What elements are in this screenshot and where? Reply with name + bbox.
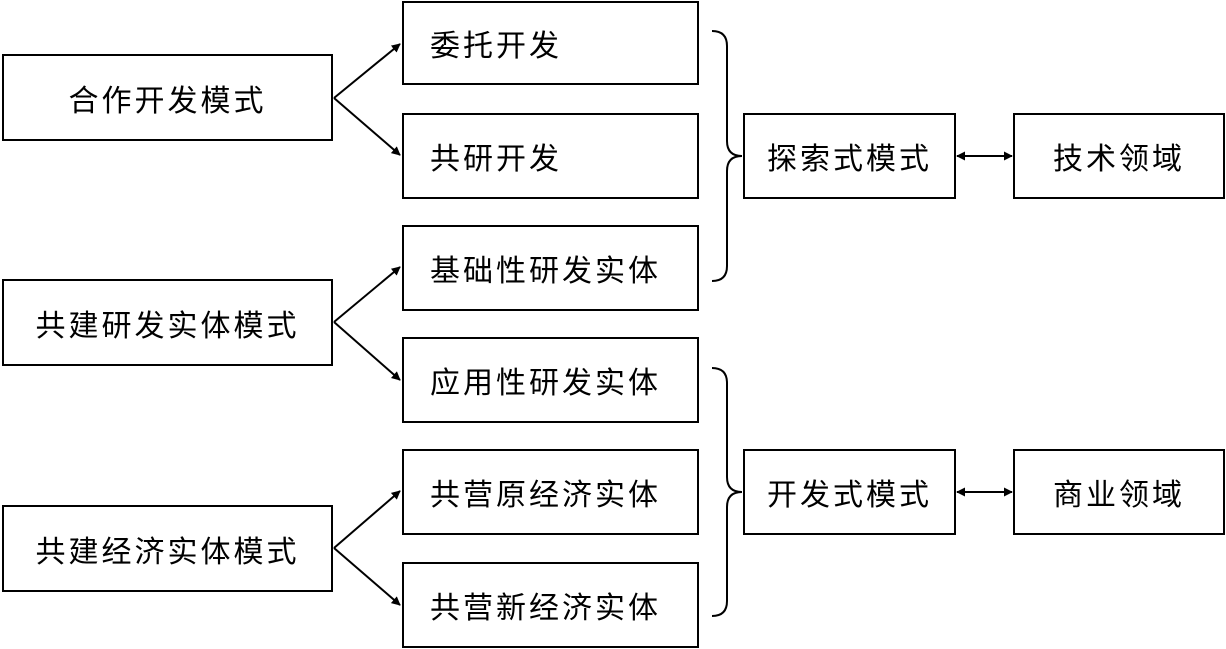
joint-rd-entity-mode-label: 共建研发实体模式 xyxy=(35,308,300,344)
exploratory-mode-label: 探索式模式 xyxy=(767,142,932,177)
basic-rd-entity-label: 基础性研发实体 xyxy=(430,254,661,289)
co-operated-new-entity-box: 共营新经济实体 xyxy=(402,562,699,648)
basic-rd-entity-box: 基础性研发实体 xyxy=(402,225,699,311)
developmental-mode-box: 开发式模式 xyxy=(743,449,956,535)
commercial-field-box: 商业领域 xyxy=(1013,449,1225,535)
co-operated-new-entity-label: 共营新经济实体 xyxy=(430,591,661,626)
commissioned-dev-label: 委托开发 xyxy=(430,29,562,64)
arrow-econ-to-original xyxy=(333,490,401,549)
technology-field-label: 技术领域 xyxy=(1053,142,1185,177)
joint-rd-entity-mode-box: 共建研发实体模式 xyxy=(2,279,333,366)
technology-field-box: 技术领域 xyxy=(1013,113,1225,199)
arrow-rd-to-basic xyxy=(333,266,401,323)
brace-developmental xyxy=(711,367,743,617)
applied-rd-entity-label: 应用性研发实体 xyxy=(430,366,661,401)
co-operated-original-entity-label: 共营原经济实体 xyxy=(430,478,661,513)
applied-rd-entity-box: 应用性研发实体 xyxy=(402,337,699,423)
arrow-econ-to-new xyxy=(333,547,401,606)
cooperative-dev-mode-label: 合作开发模式 xyxy=(68,83,267,119)
co-operated-original-entity-box: 共营原经济实体 xyxy=(402,449,699,535)
cooperative-dev-mode-box: 合作开发模式 xyxy=(2,54,333,141)
joint-research-dev-label: 共研开发 xyxy=(430,142,562,177)
joint-research-dev-box: 共研开发 xyxy=(402,113,699,199)
arrow-rd-to-applied xyxy=(333,321,401,381)
joint-econ-entity-mode-box: 共建经济实体模式 xyxy=(2,505,333,592)
arrow-coop-to-commissioned xyxy=(333,43,401,99)
arrow-coop-to-joint-research xyxy=(333,97,401,156)
joint-econ-entity-mode-label: 共建经济实体模式 xyxy=(35,534,300,570)
brace-exploratory xyxy=(711,30,743,282)
commissioned-dev-box: 委托开发 xyxy=(402,1,699,85)
exploratory-mode-box: 探索式模式 xyxy=(743,113,956,199)
developmental-mode-label: 开发式模式 xyxy=(767,478,932,513)
commercial-field-label: 商业领域 xyxy=(1053,478,1185,513)
